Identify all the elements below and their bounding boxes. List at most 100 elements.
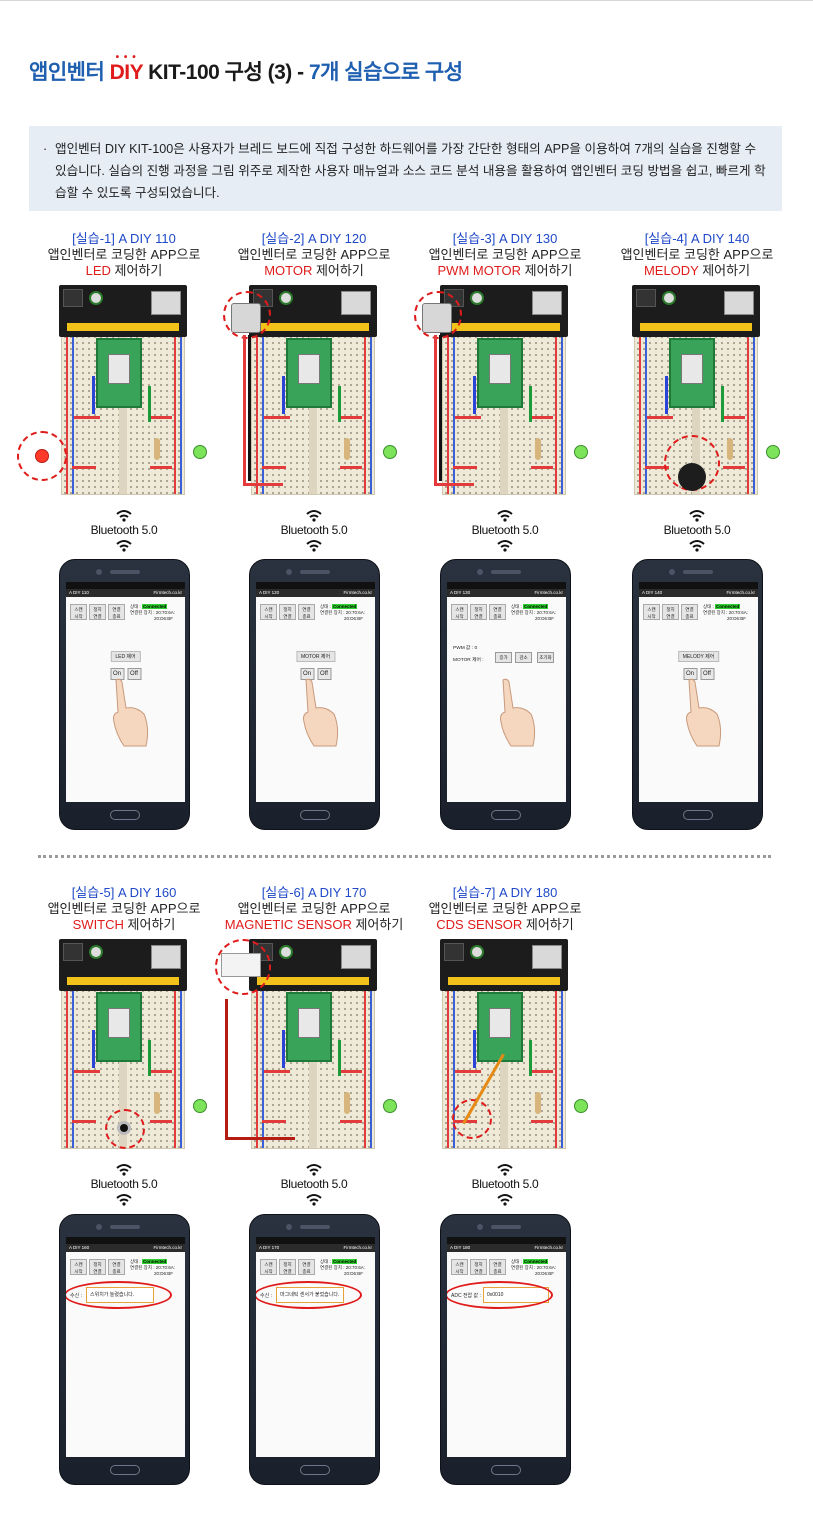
disconnect-button[interactable]: 연결 종료	[108, 1259, 125, 1275]
off-button[interactable]: Off	[127, 668, 141, 680]
highlight-circle	[105, 1109, 145, 1149]
breadboard-illustration	[251, 969, 375, 1149]
page-title: 앱인벤터 • • •DIY KIT-100 구성 (3) - 7개 실습으로 구…	[29, 52, 463, 86]
disconnect-button[interactable]: 연결 종료	[489, 604, 506, 620]
stop-connect-button[interactable]: 정지 연결	[279, 1259, 296, 1275]
stop-connect-button[interactable]: 정지 연결	[470, 604, 487, 620]
status-bar	[447, 582, 566, 589]
lab-subtitle: 앱인벤터로 코딩한 APP으로	[428, 901, 582, 916]
status-label: 상태 :	[320, 604, 331, 609]
stop-connect-button[interactable]: 정지 연결	[89, 604, 106, 620]
resistor	[535, 1092, 541, 1114]
stop-connect-button[interactable]: 정지 연결	[470, 1259, 487, 1275]
disconnect-button[interactable]: 연결 종료	[298, 604, 315, 620]
lab-target-rest: 제어하기	[312, 263, 364, 278]
scan-button[interactable]: 스캔 시작	[260, 604, 277, 620]
status-bar	[256, 582, 375, 589]
highlight-circle	[17, 431, 67, 481]
stop-connect-button[interactable]: 정지 연결	[89, 1259, 106, 1275]
device-value: 20:D6:BF	[154, 1271, 174, 1276]
phone-camera	[477, 1224, 483, 1230]
lab-subtitle: 앱인벤터로 코딩한 APP으로	[237, 901, 391, 916]
scan-button[interactable]: 스캔 시작	[70, 1259, 87, 1275]
app-brand: Firmtech.co.kr	[153, 1245, 182, 1250]
home-button[interactable]	[109, 810, 140, 820]
lab-code: [실습-3] A DIY 130	[452, 231, 558, 246]
highlight-circle	[414, 291, 462, 339]
status-badge: Connected	[523, 1259, 549, 1264]
lab-target-rest: 제어하기	[522, 917, 574, 932]
phone-speaker	[490, 570, 521, 574]
decrease-button[interactable]: 감소	[515, 652, 532, 663]
increase-button[interactable]: 증가	[495, 652, 512, 663]
wireless-signal-icon	[497, 510, 513, 522]
bluetooth-label: Bluetooth 5.0	[280, 1177, 348, 1191]
lab-target: PWM MOTOR 제어하기	[410, 263, 600, 279]
wireless-signal-icon	[306, 510, 322, 522]
device-value: 20:D6:BF	[727, 616, 747, 621]
wireless-signal-icon	[116, 1194, 132, 1206]
reset-button[interactable]: 초기화	[537, 652, 554, 663]
lab-target-rest: 제어하기	[521, 263, 573, 278]
home-button[interactable]	[682, 810, 713, 820]
scan-button[interactable]: 스캔 시작	[451, 1259, 468, 1275]
bluetooth-label: Bluetooth 5.0	[663, 523, 731, 537]
resistor	[344, 438, 350, 460]
disconnect-button[interactable]: 연결 종료	[108, 604, 125, 620]
disconnect-button[interactable]: 연결 종료	[298, 1259, 315, 1275]
lab-target: LED 제어하기	[29, 263, 219, 279]
resistor	[727, 438, 733, 460]
scan-button[interactable]: 스캔 시작	[70, 604, 87, 620]
status-bar	[447, 1237, 566, 1244]
home-button[interactable]	[490, 810, 521, 820]
green-led	[193, 445, 207, 459]
phone-camera	[669, 569, 675, 575]
app-brand: Firmtech.co.kr	[534, 590, 563, 595]
control-title: MOTOR 제어	[295, 651, 336, 662]
bluetooth-module	[669, 338, 715, 408]
stop-connect-button[interactable]: 정지 연결	[279, 604, 296, 620]
breadboard-illustration	[442, 969, 566, 1149]
off-button[interactable]: Off	[700, 668, 714, 680]
app-brand: Firmtech.co.kr	[343, 1245, 372, 1250]
home-button[interactable]	[299, 1465, 330, 1475]
intro-bullet: ·	[43, 142, 48, 156]
scan-button[interactable]: 스캔 시작	[451, 604, 468, 620]
lab-target-highlight: PWM MOTOR	[437, 263, 522, 278]
status-badge: Connected	[523, 604, 549, 609]
lab-target: SWITCH 제어하기	[29, 917, 219, 933]
scan-button[interactable]: 스캔 시작	[643, 604, 660, 620]
red-led	[35, 449, 49, 463]
home-button[interactable]	[490, 1465, 521, 1475]
home-button[interactable]	[109, 1465, 140, 1475]
scan-button[interactable]: 스캔 시작	[260, 1259, 277, 1275]
title-diy-text: DIY	[109, 61, 144, 84]
home-button[interactable]	[299, 810, 330, 820]
device-value: 20:D6:BF	[344, 616, 364, 621]
disconnect-button[interactable]: 연결 종료	[681, 604, 698, 620]
lab-subtitle: 앱인벤터로 코딩한 APP으로	[428, 247, 582, 262]
breadboard-illustration	[442, 315, 566, 495]
off-button[interactable]: Off	[317, 668, 331, 680]
stop-connect-button[interactable]: 정지 연결	[662, 604, 679, 620]
disconnect-button[interactable]: 연결 종료	[489, 1259, 506, 1275]
